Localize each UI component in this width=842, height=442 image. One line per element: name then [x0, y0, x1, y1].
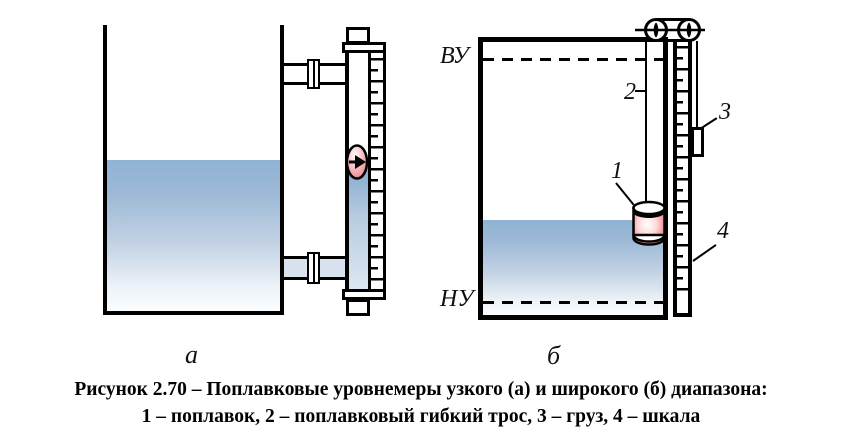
lower-valve-icon — [307, 252, 320, 284]
float-icon — [632, 200, 666, 246]
tube-left-wall — [345, 51, 349, 290]
tank-b-right-wall — [663, 37, 668, 320]
scale-bottom-cap — [673, 313, 692, 317]
leader-cable — [635, 90, 646, 92]
caption-line-1: Рисунок 2.70 – Поплавковые уровнемеры уз… — [74, 379, 768, 400]
upper-level-dashed-line — [483, 58, 663, 61]
callout-scale-label: 4 — [717, 218, 729, 244]
tube-top-flange — [342, 42, 386, 53]
upper-level-label: ВУ — [440, 43, 469, 69]
tube-divider — [368, 51, 371, 290]
tube-scale-right-wall — [383, 51, 386, 290]
counterweight — [691, 127, 704, 157]
leader-weight — [699, 117, 718, 130]
scale-short-rungs — [677, 57, 683, 293]
tank-b-left-wall — [478, 37, 483, 320]
callout-cable-label: 2 — [624, 79, 636, 105]
tank-b-bottom — [478, 315, 668, 320]
upper-valve-icon — [307, 59, 320, 89]
tube-liquid — [349, 161, 368, 290]
lower-level-dashed-line — [483, 301, 663, 304]
tank-a-right-wall — [280, 25, 284, 315]
tank-a-liquid — [107, 160, 280, 311]
callout-weight-label: 3 — [719, 99, 731, 125]
pulley-icon — [635, 18, 705, 42]
figure-caption: Рисунок 2.70 – Поплавковые уровнемеры уз… — [0, 376, 842, 430]
tube-scale-short-ticks — [371, 69, 378, 283]
tank-b-top — [478, 37, 668, 42]
valve-divider — [312, 254, 315, 282]
lower-level-label: НУ — [440, 286, 474, 312]
scale-right-rail — [688, 41, 692, 317]
tank-a-left-wall — [103, 25, 107, 315]
panel-b-label: б — [547, 341, 561, 370]
tube-bottom-flange — [342, 289, 386, 300]
caption-line-2: 1 – поплавок, 2 – поплавковый гибкий тро… — [141, 406, 701, 427]
tank-a-bottom — [103, 311, 284, 315]
float-cable — [645, 41, 647, 203]
scale-left-rail — [673, 41, 677, 317]
leader-float — [615, 182, 635, 206]
float-indicator-icon — [345, 144, 369, 180]
callout-float-label: 1 — [611, 158, 623, 184]
leader-scale — [692, 244, 717, 262]
panel-a-label: а — [185, 340, 198, 369]
tube-bottom-cap — [346, 299, 370, 316]
valve-divider — [312, 61, 315, 87]
weight-cable — [696, 41, 698, 129]
